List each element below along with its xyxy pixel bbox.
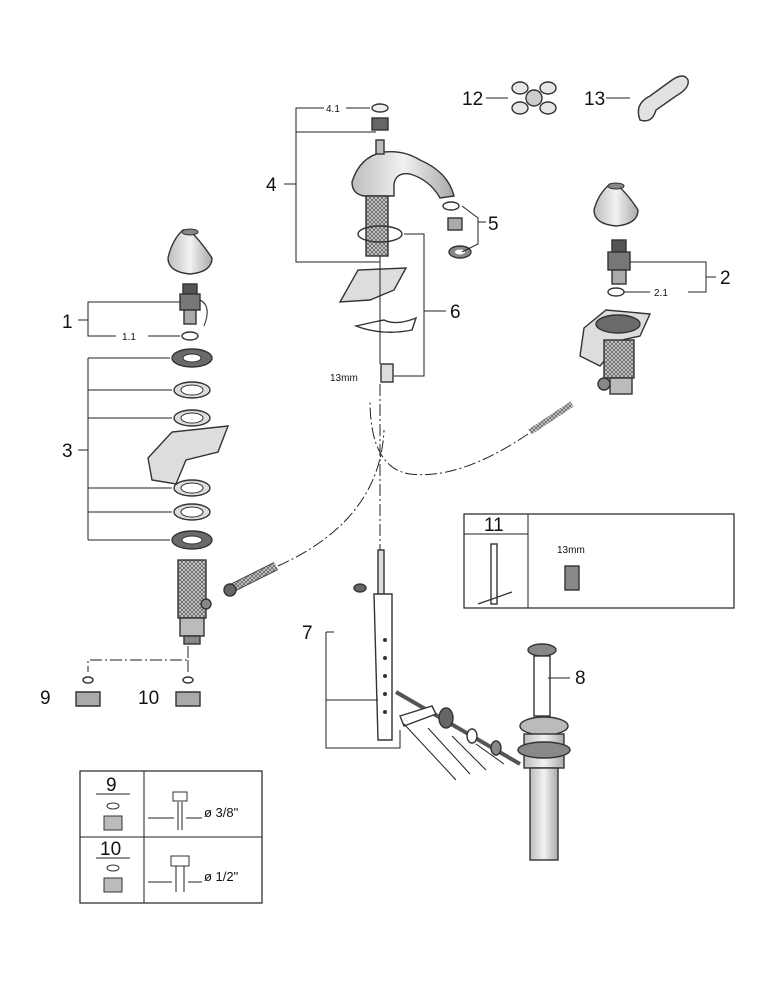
mounting-wrench-tool: [477, 543, 513, 605]
spout-o-ring: [357, 225, 403, 243]
tool-box-number: 11: [484, 515, 504, 536]
label-part-12: 12: [462, 89, 483, 110]
tool-box: 11 13mm: [463, 513, 735, 609]
table-row-2-diameter: ø 1/2": [204, 869, 239, 884]
label-part-2: 2: [720, 268, 731, 289]
label-part-9: 9: [40, 688, 51, 709]
right-escutcheon-cap: [593, 182, 639, 227]
fitting-1-2-icon: [103, 855, 202, 893]
table-row-1-part: 9: [106, 775, 117, 796]
label-part-3: 3: [62, 441, 73, 462]
left-supply-hose: [223, 561, 279, 597]
tool-box-size: 13mm: [557, 545, 585, 556]
fitting-3-8-icon: [103, 791, 202, 831]
leader-lines: [78, 97, 716, 749]
supply-size-table: 9 10 ø 3/8" ø 1/2": [79, 770, 263, 904]
right-hose-path: [369, 399, 529, 476]
right-supply-hose: [528, 401, 574, 435]
right-valve-body: [579, 309, 652, 395]
label-part-1-1: 1.1: [122, 332, 136, 343]
compression-fitting-10: [175, 676, 201, 707]
socket-13mm: [564, 565, 580, 591]
table-row-1-diameter: ø 3/8": [204, 805, 239, 820]
left-valve-body: [177, 559, 212, 645]
center-countertop-section: [338, 267, 408, 303]
label-nut-size: 13mm: [330, 373, 358, 384]
left-escutcheon-cap: [167, 228, 213, 275]
label-part-10: 10: [138, 688, 159, 709]
table-row-2-part: 10: [100, 839, 121, 860]
spout-mounting-bracket: [353, 316, 418, 333]
label-part-13: 13: [584, 89, 605, 110]
mounting-nut-13mm: [380, 363, 394, 383]
label-part-2-1: 2.1: [654, 288, 668, 299]
pivot-rod-assembly: [394, 690, 522, 781]
lift-rod-assembly: [353, 549, 393, 741]
left-countertop-section: [147, 425, 230, 485]
left-hose-path: [277, 429, 385, 567]
label-part-7: 7: [302, 623, 313, 644]
leader-9-10: [87, 646, 189, 672]
label-part-1: 1: [62, 312, 73, 333]
o-ring-2-1: [607, 287, 625, 297]
o-ring-1-1: [181, 331, 199, 341]
label-part-4-1: 4.1: [326, 104, 340, 115]
right-valve-cartridge: [607, 239, 631, 285]
label-part-4: 4: [266, 175, 277, 196]
lever-handle-13: [637, 75, 689, 122]
left-valve-cartridge: [179, 283, 208, 327]
spout-body: [351, 103, 455, 257]
cross-handle-12: [511, 81, 557, 115]
aerator-parts: [442, 201, 472, 259]
label-part-6: 6: [450, 302, 461, 323]
compression-fitting-9: [75, 676, 101, 707]
pop-up-drain: [517, 643, 571, 861]
label-part-8: 8: [575, 668, 586, 689]
label-part-5: 5: [488, 214, 499, 235]
left-washer-stack: [171, 348, 213, 550]
